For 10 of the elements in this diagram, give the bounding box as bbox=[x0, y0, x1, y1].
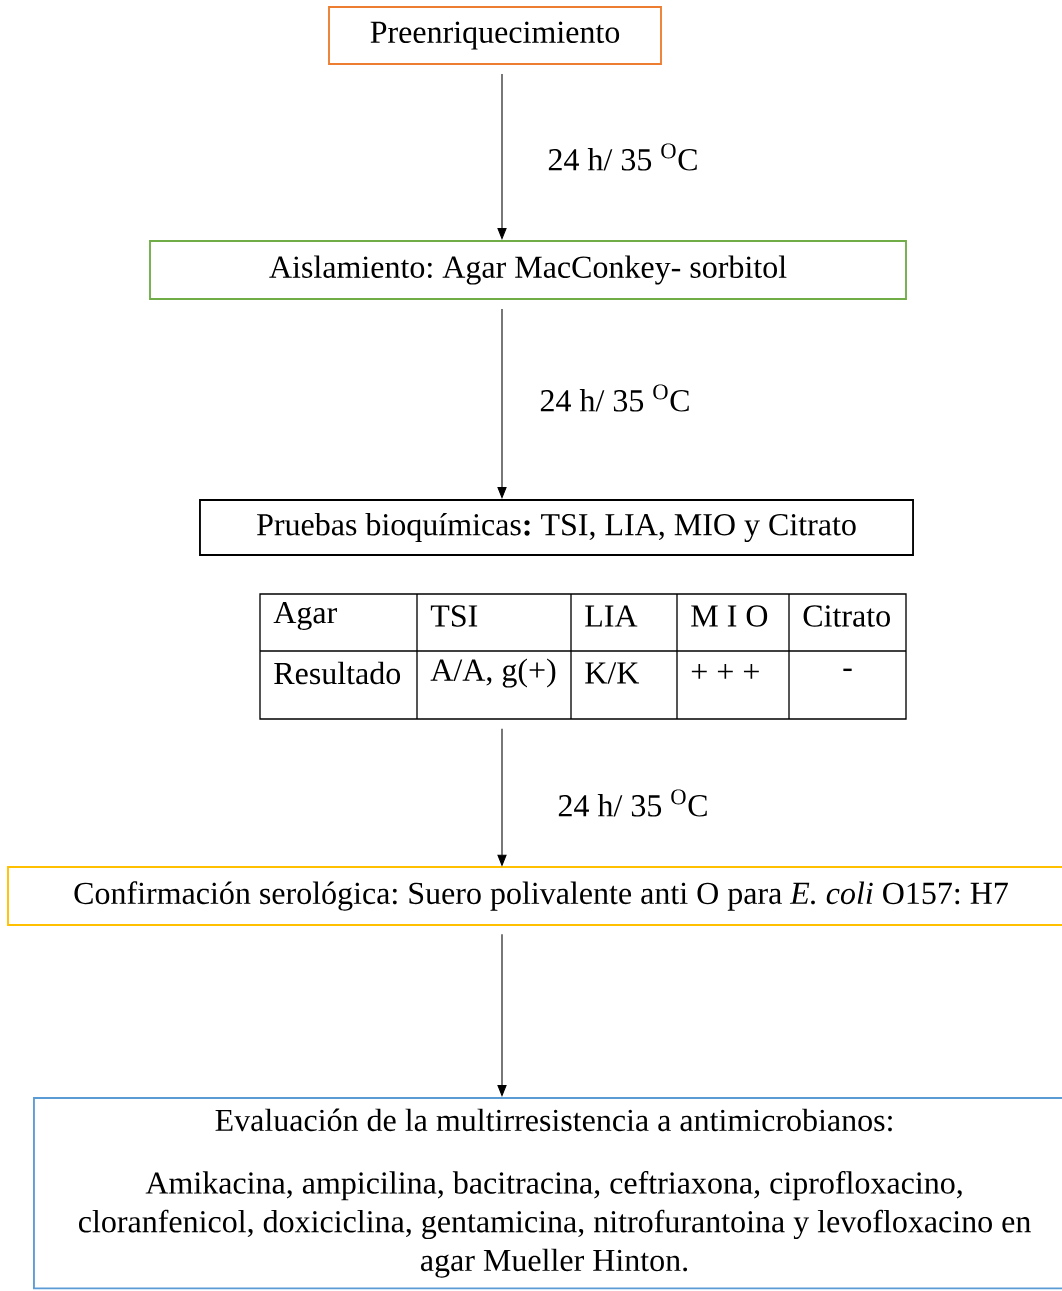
process-box: Confirmación serológica: Suero polivalente anti O para E. coli O157: H7 bbox=[7, 866, 1062, 926]
results-table: Agar TSI LIA M I O Citrato Resultado A/A, g(+) K/K + + + - bbox=[259, 593, 907, 720]
process-box: Evaluación de la multirresistencia a antimicrobianos: Amikacina, ampicilina, bacitracina, ceftriaxona, ciprofloxacino, cloranfenicol, doxiciclina, gentamicina, nitrofurantoina y levofloxacino en agar Mueller Hinton. bbox=[33, 1097, 1062, 1290]
edge-label: 24 h/ 35 $^{O}$C bbox=[538, 383, 692, 413]
process-box: Aislamiento: Agar MacConkey- sorbitol bbox=[149, 240, 907, 300]
process-box: Pruebas bioquímicas: TSI, LIA, MIO y Citrato bbox=[199, 499, 914, 556]
edge-label: 24 h/ 35 $^{O}$C bbox=[546, 142, 700, 172]
edge-label: 24 h/ 35 $^{O}$C bbox=[556, 788, 710, 818]
arrow bbox=[497, 933, 507, 1097]
process-box: Preenriquecimiento bbox=[328, 6, 662, 65]
